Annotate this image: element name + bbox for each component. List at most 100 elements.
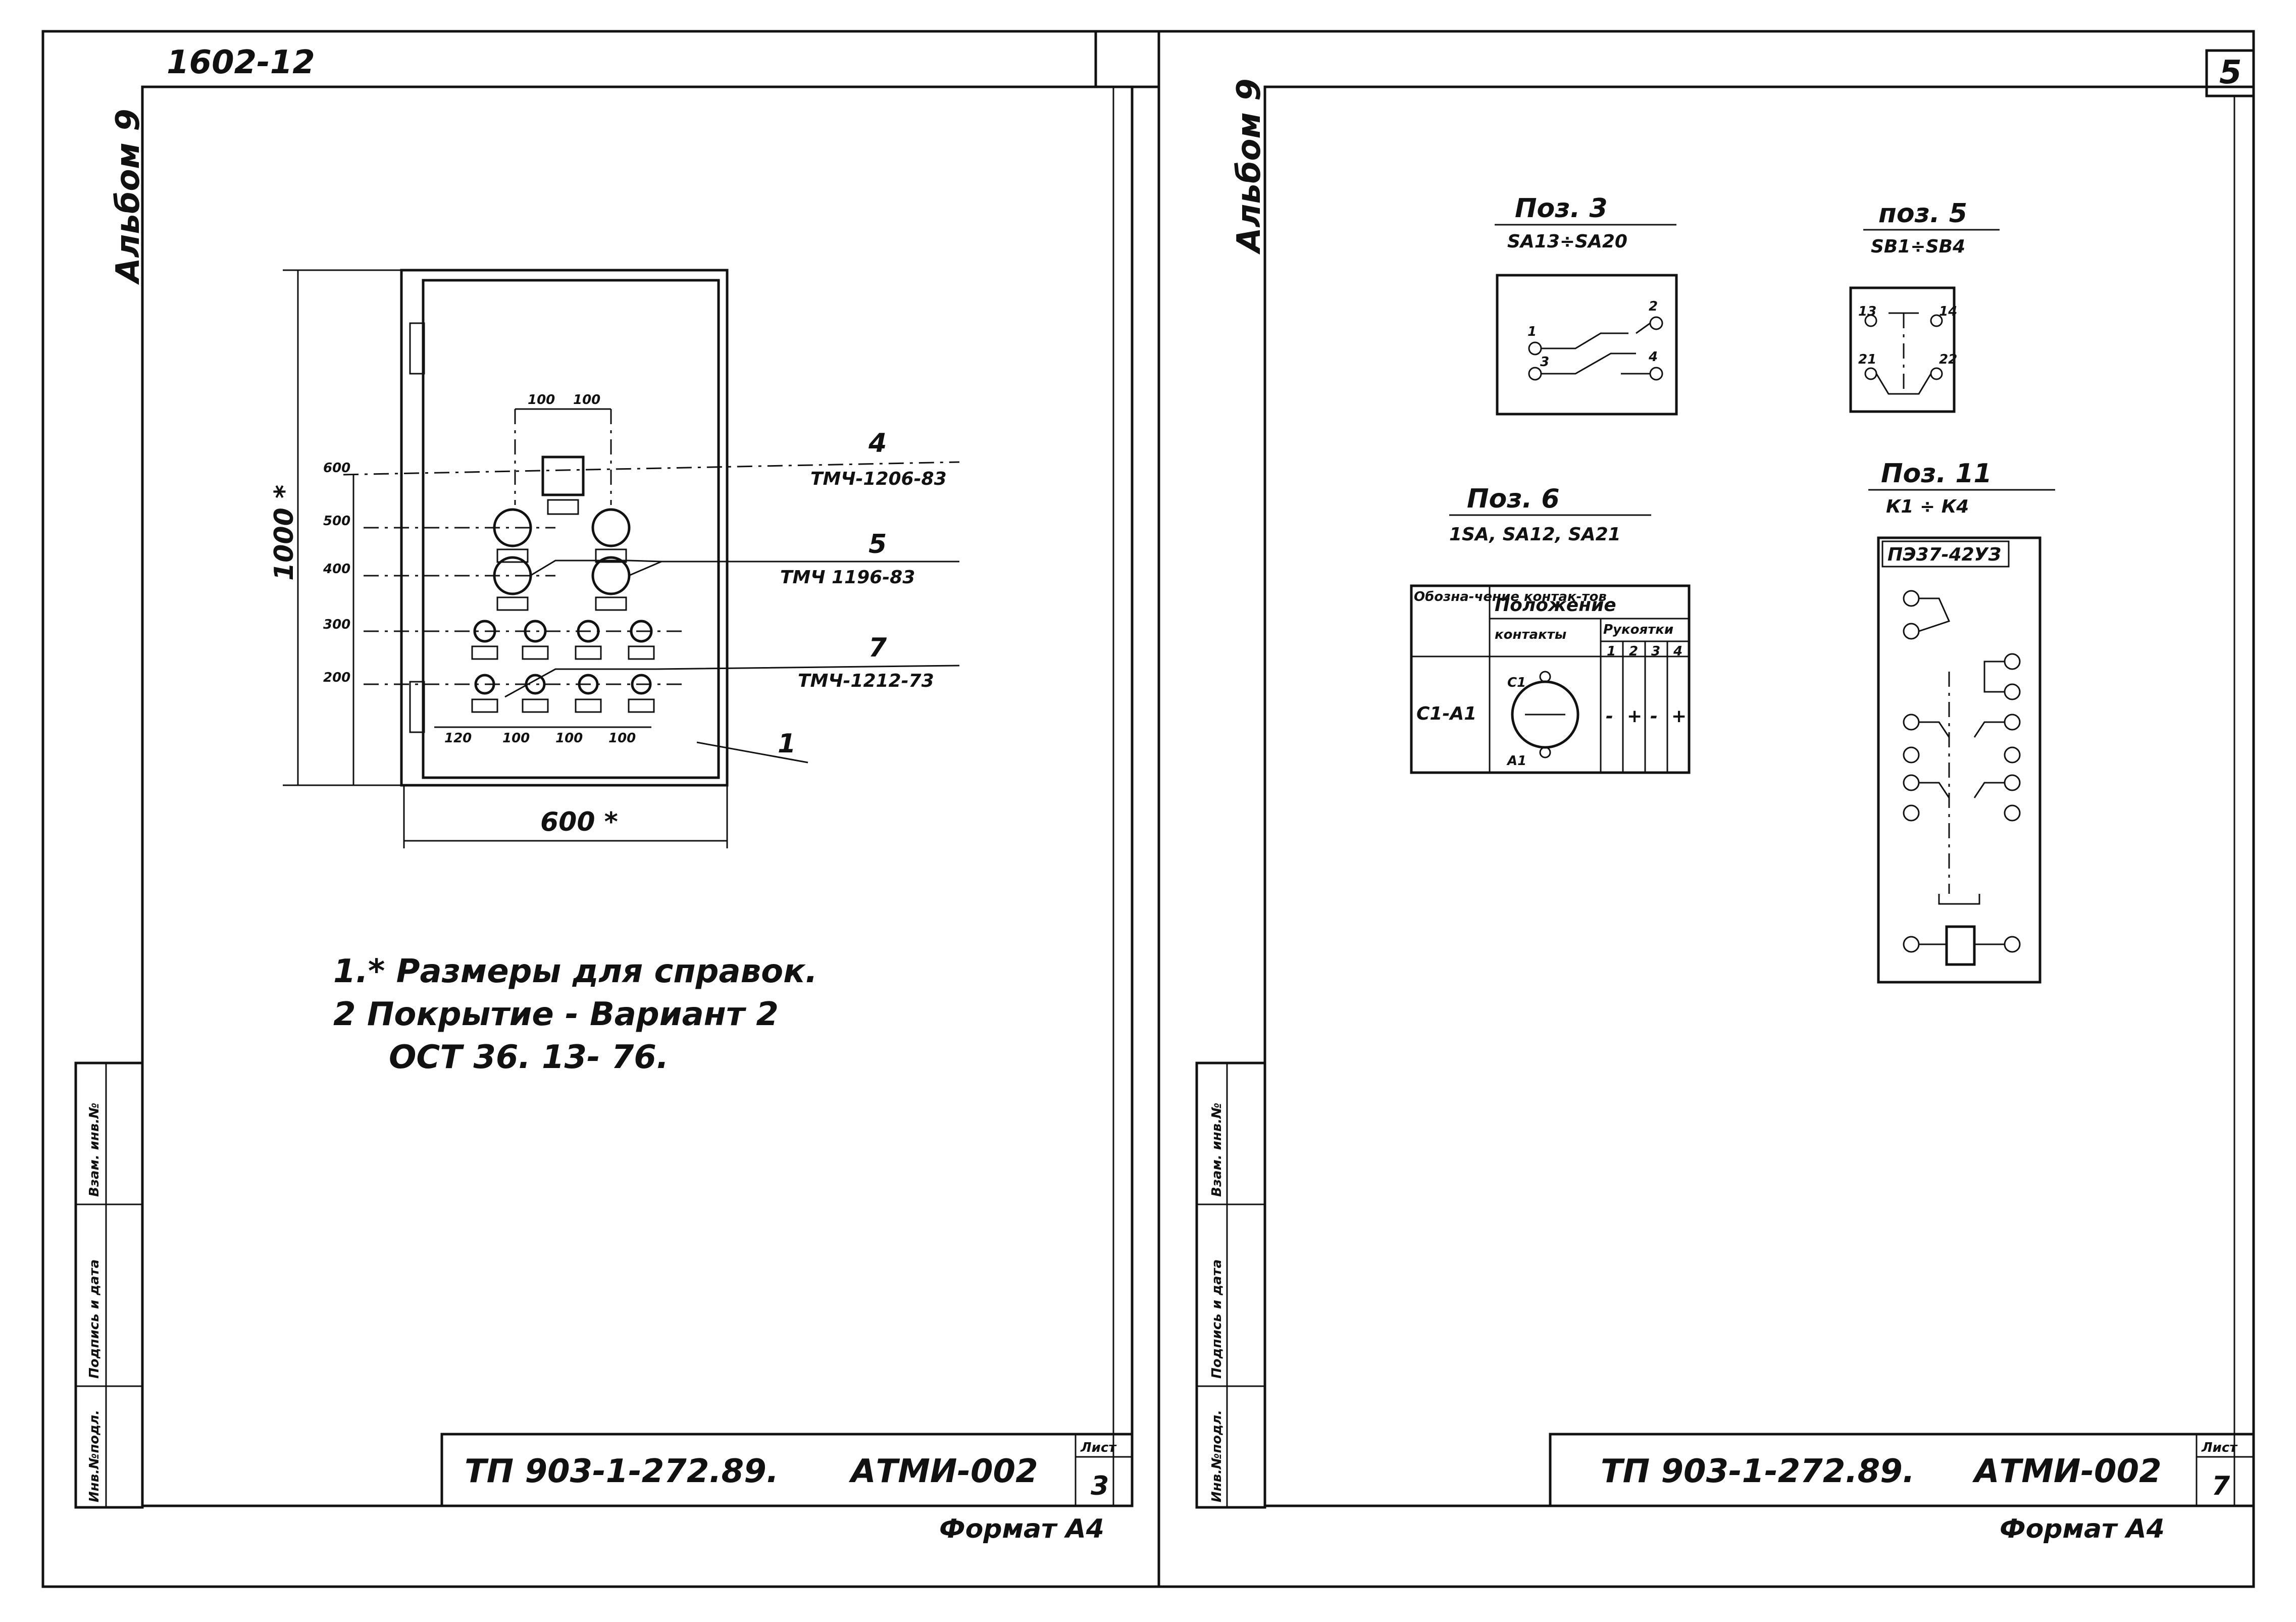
pos5-button [1849,286,1956,413]
pos5-title: поз. 5 [1878,198,1967,229]
left-sheet-label: Лист [1080,1440,1117,1455]
right-title-block [1549,1433,2255,1507]
pos3-title: Поз. 3 [1515,193,1608,224]
pos6-c1-label: С1 [1507,675,1526,690]
left-title-block [440,1433,1134,1507]
note-2: 2 Покрытие - Вариант 2 [333,996,779,1033]
left-album-label: Альбом 9 [110,109,147,285]
hinge-top [409,322,425,375]
pos3-switch [1496,274,1678,416]
pos3-pin3: 3 [1540,354,1549,370]
switch-row-bottom [471,674,655,713]
meter-5d [591,556,631,595]
pos6-cell1: - [1606,706,1613,727]
pos6-hcol2: 2 [1629,644,1638,659]
pos5-pin22: 22 [1939,352,1957,367]
pos6-header-c1: контакты [1495,627,1566,642]
bottom-spacing-2: 100 [502,731,530,746]
level-300: 300 [323,617,350,632]
hinge-bottom [409,681,425,733]
left-sheet: 1602-12 Альбом 9 Взам. инв.№ Подпись и д… [74,30,1160,1544]
pos6-col1: Обозна-чение контак-тов [1414,589,1607,604]
pos6-a1-label: А1 [1506,753,1526,769]
pos3-group: Поз. 3 SA13÷SA20 1 2 3 4 [1495,193,1678,416]
callout-7-ref: ТМЧ-1212-73 [798,671,934,691]
callout-4-num: 4 [868,428,887,459]
right-stamp-2: Подпись и дата [1209,1259,1224,1379]
cabinet-drawing: 1000 * 600 * 600 500 400 300 200 100 100… [269,269,960,848]
pos3-pin1: 1 [1527,324,1537,339]
right-doc-suffix: АТМИ-002 [1972,1453,2162,1490]
meter-5b [591,508,631,547]
meter-5a [493,508,532,547]
right-stamp-1: Взам. инв.№ [1209,1103,1224,1197]
right-stamp-3: Инв.№подл. [1209,1410,1224,1502]
pos11-group: Поз. 11 К1 ÷ К4 ПЭ37-42УЗ [1868,459,2055,984]
right-format: Формат А4 [2000,1514,2165,1544]
left-sheet-num: 3 [1091,1471,1109,1501]
pos11-title: Поз. 11 [1881,459,1992,489]
left-stamp-3: Инв.№подл. [87,1410,102,1502]
pos5-pin13: 13 [1858,304,1876,319]
pos6-cell3: - [1650,706,1658,727]
pos6-header-c2: Рукоятки [1603,622,1673,637]
callout-4-ref: ТМЧ-1206-83 [810,469,947,489]
left-stamp-2: Подпись и дата [87,1259,102,1379]
cabinet-inner [422,279,720,779]
pos3-pin4: 4 [1648,349,1658,365]
right-page-box [2205,49,2255,97]
left-top-label: 1602-12 [167,44,315,81]
pos6-cell2: + [1627,706,1642,727]
pos3-sub: SA13÷SA20 [1507,231,1627,252]
pos6-hcol4: 4 [1673,644,1682,659]
pos6-hcol1: 1 [1607,644,1616,659]
top-spacing-1: 100 [528,392,555,408]
left-side-stamp [74,1061,144,1509]
callout-5-num: 5 [869,529,887,560]
level-400: 400 [323,562,350,577]
left-stamp-1: Взам. инв.№ [87,1103,102,1197]
left-corner-box [1094,30,1160,88]
level-500: 500 [323,514,350,529]
left-format: Формат А4 [939,1514,1104,1544]
left-doc-code: ТП 903-1-272.89. [465,1453,779,1490]
pos6-row-label: С1-А1 [1416,703,1476,724]
note-3: ОСТ 36. 13- 76. [389,1039,669,1076]
callout-5-ref: ТМЧ 1196-83 [780,567,915,588]
pos6-table [1410,584,1691,774]
pos6-sub: 1SA, SA12, SA21 [1449,524,1621,545]
right-sheet: 5 Альбом 9 Взам. инв.№ Подпись и дата Ин… [1195,49,2255,1544]
right-doc-code: ТП 903-1-272.89. [1601,1453,1915,1490]
pos5-pin21: 21 [1858,352,1876,367]
pos6-header-main: Положение [1495,595,1616,616]
callout-7-num: 7 [869,633,887,663]
note-1: 1.* Размеры для справок. [333,953,818,990]
left-inner-frame [141,85,1134,1507]
right-side-stamp [1195,1061,1266,1509]
pos11-relay [1877,536,2042,984]
pos3-pin2: 2 [1649,299,1658,314]
level-200: 200 [323,670,350,685]
pos5-group: поз. 5 SB1÷SB4 13 14 21 22 [1849,198,2000,413]
pos6-cell4: + [1671,706,1687,727]
pos5-pin14: 14 [1939,304,1957,319]
pos11-sub: К1 ÷ К4 [1886,496,1969,517]
right-sheet-label: Лист [2201,1440,2238,1455]
pos6-group: Поз. 6 1SA, SA12, SA21 Обозна-чение конт… [1410,484,1691,774]
bottom-spacing-1: 120 [444,731,472,746]
right-sheet-num: 7 [2212,1471,2230,1501]
pos11-relay-type: ПЭ37-42УЗ [1887,544,2001,565]
pos5-sub: SB1÷SB4 [1871,236,1965,257]
cabinet-outer [400,269,729,787]
right-page-num: 5 [2219,54,2242,91]
bottom-spacing-3: 100 [555,731,583,746]
callout-1-num: 1 [778,729,796,759]
width-dim: 600 * [540,807,618,837]
left-doc-suffix: АТМИ-002 [848,1453,1038,1490]
pos6-hcol3: 3 [1651,644,1660,659]
right-inner-frame [1263,85,2255,1507]
outer-frame [41,30,2255,1588]
top-spacing-2: 100 [573,392,600,408]
pos6-title: Поз. 6 [1467,484,1560,514]
